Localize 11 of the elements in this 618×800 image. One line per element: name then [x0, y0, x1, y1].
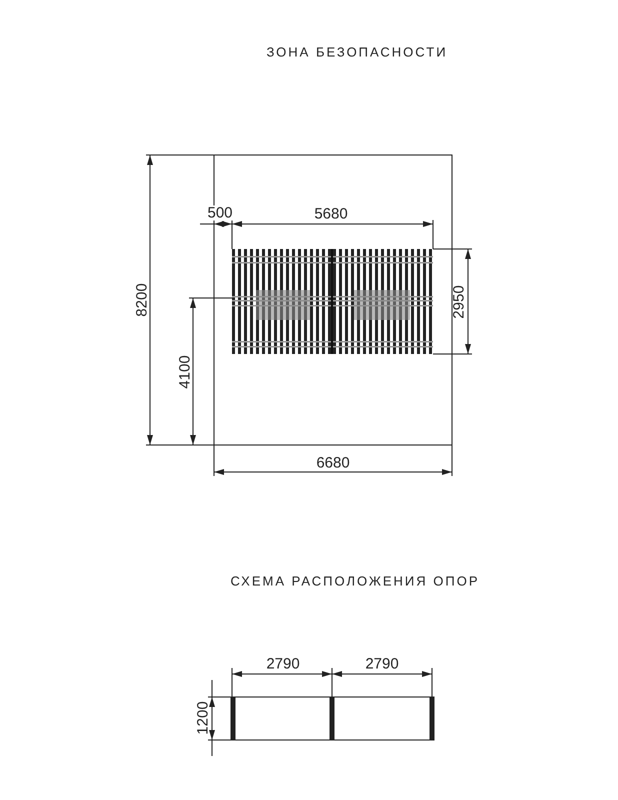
- dimension-label: 2790: [365, 656, 399, 672]
- heading: ЗОНА БЕЗОПАСНОСТИ: [266, 46, 448, 58]
- dimension-label: 4100: [178, 355, 192, 389]
- heading: СХЕМА РАСПОЛОЖЕНИЯ ОПОР: [230, 574, 480, 588]
- dimension-label: 6680: [316, 456, 350, 470]
- dimension-label: 5680: [314, 206, 348, 222]
- dimension-label: 1200: [196, 701, 210, 735]
- dimension-label: 2950: [452, 285, 466, 319]
- dimension-label: 2790: [266, 656, 300, 672]
- dimension-label: 500: [206, 206, 234, 220]
- dimension-label: 8200: [134, 283, 150, 317]
